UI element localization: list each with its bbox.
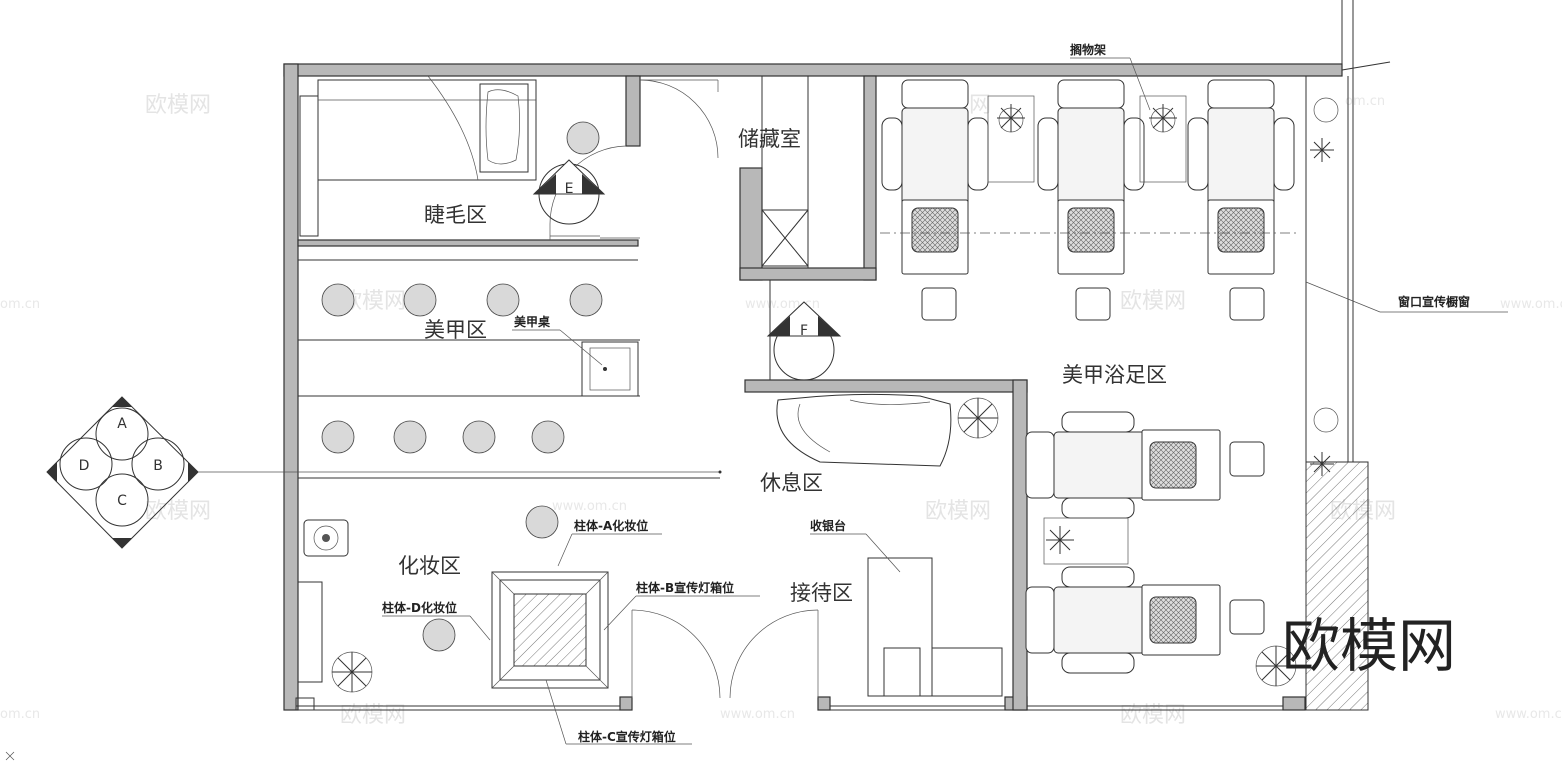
watermark-url: www.om.cn (1500, 297, 1562, 312)
watermark-url: om.cn (0, 707, 40, 722)
marker-f-letter: F (800, 323, 808, 339)
compass-letter-b: B (153, 458, 163, 474)
cashier-counter (867, 557, 1003, 697)
section-marker-f: F (766, 301, 842, 381)
annotations: 搁物架 窗口宣传橱窗 美甲桌 收银台 柱体-A化妆位 柱体-B宣传灯箱位 柱体-… (382, 42, 1470, 744)
plants (331, 97, 1339, 693)
watermark-text: 欧模网 (1120, 289, 1186, 314)
label-nail-table: 美甲桌 (514, 314, 551, 329)
label-column-c: 柱体-C宣传灯箱位 (578, 729, 676, 744)
leader-lines (382, 57, 1508, 745)
pedicure-chairs-side (1025, 411, 1221, 674)
nail-table (581, 341, 639, 397)
watermark-text: 欧模网 (925, 499, 991, 524)
watermark-logo: 欧模网 (1282, 612, 1456, 680)
compass-letter-a: A (117, 416, 127, 432)
room-eyelash: 睫毛区 (424, 203, 487, 227)
watermark-url: www.om.cn (720, 707, 795, 722)
makeup-fixtures (297, 519, 609, 689)
watermark-url: om.cn (1345, 94, 1385, 109)
room-storage: 储藏室 (738, 127, 801, 151)
room-reception: 接待区 (790, 581, 853, 605)
compass-marker: A B C D (5, 396, 722, 761)
watermark-url: om.cn (0, 297, 40, 312)
room-rest: 休息区 (760, 471, 823, 495)
label-column-a: 柱体-A化妆位 (574, 518, 648, 533)
watermark-url: www.om.cn (1495, 707, 1562, 722)
compass-letter-d: D (79, 458, 90, 474)
watermark-text: 欧模网 (1120, 703, 1186, 728)
compass-letter-c: C (117, 493, 127, 509)
lounge-sofa (776, 393, 952, 467)
label-cashier: 收银台 (810, 518, 846, 533)
watermark-text: 欧模网 (145, 93, 211, 118)
section-marker-e: E (532, 159, 606, 225)
room-nail-foot: 美甲浴足区 (1062, 363, 1167, 387)
room-makeup: 化妆区 (398, 554, 461, 578)
watermark-url: www.om.cn (552, 499, 627, 514)
label-column-b: 柱体-B宣传灯箱位 (636, 580, 734, 595)
room-nail: 美甲区 (424, 318, 487, 342)
round-stools (321, 121, 603, 652)
square-stools (921, 287, 1265, 635)
marker-e-letter: E (565, 181, 574, 197)
watermark-text: 欧模网 (340, 703, 406, 728)
outer-walls (283, 0, 1391, 711)
pedicure-chairs-top (880, 79, 1300, 275)
eyelash-bed (299, 75, 537, 237)
watermark-text: 欧模网 (145, 499, 211, 524)
label-column-d: 柱体-D化妆位 (382, 600, 457, 615)
label-shelf: 搁物架 (1070, 42, 1106, 57)
label-window-display: 窗口宣传橱窗 (1398, 294, 1470, 309)
interior-walls (297, 75, 1028, 711)
room-labels: 睫毛区 美甲区 储藏室 美甲浴足区 休息区 化妆区 接待区 (398, 127, 1167, 605)
